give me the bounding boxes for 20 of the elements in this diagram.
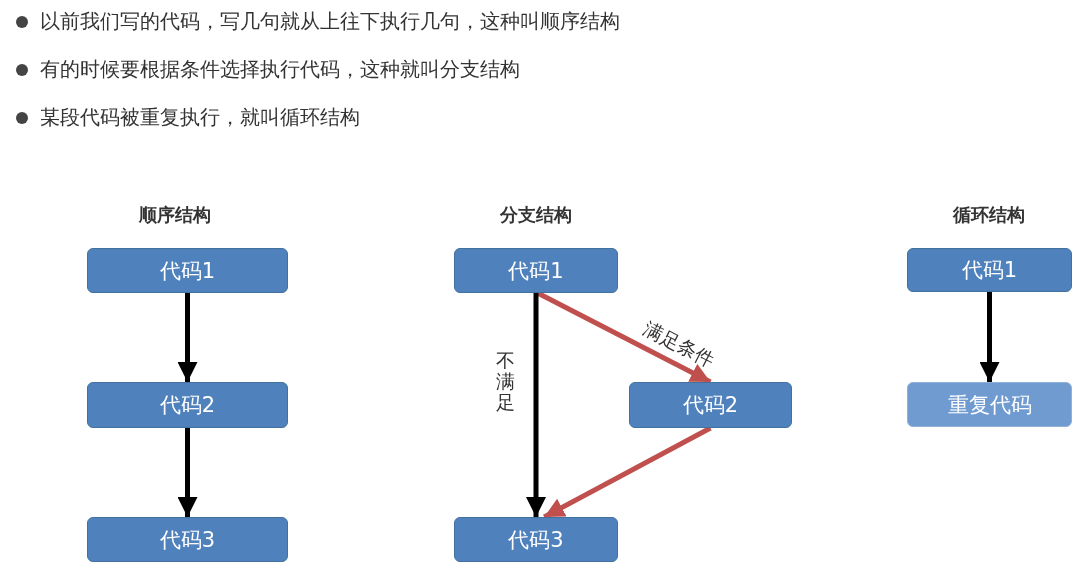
column-heading: 顺序结构 xyxy=(139,203,211,227)
code-box: 重复代码 xyxy=(907,382,1072,427)
code-box: 代码2 xyxy=(87,382,288,428)
arrow xyxy=(177,293,198,382)
bullet-text: 某段代码被重复执行，就叫循环结构 xyxy=(14,104,360,131)
code-box: 代码1 xyxy=(454,248,618,293)
edge-label: 不满足 xyxy=(496,350,515,413)
column-heading: 循环结构 xyxy=(953,203,1025,227)
arrow xyxy=(177,428,198,517)
code-box: 代码3 xyxy=(87,517,288,562)
code-box: 代码1 xyxy=(87,248,288,293)
column-heading: 分支结构 xyxy=(500,203,572,227)
code-box: 代码1 xyxy=(907,248,1072,292)
bullet-text: 以前我们写的代码，写几句就从上往下执行几句，这种叫顺序结构 xyxy=(14,8,620,35)
bullet-text: 有的时候要根据条件选择执行代码，这种就叫分支结构 xyxy=(14,56,520,83)
code-box: 代码3 xyxy=(454,517,618,562)
edge-label: 满足条件 xyxy=(640,318,718,372)
code-box: 代码2 xyxy=(629,382,792,428)
arrow xyxy=(526,293,546,517)
arrow xyxy=(979,292,1000,382)
